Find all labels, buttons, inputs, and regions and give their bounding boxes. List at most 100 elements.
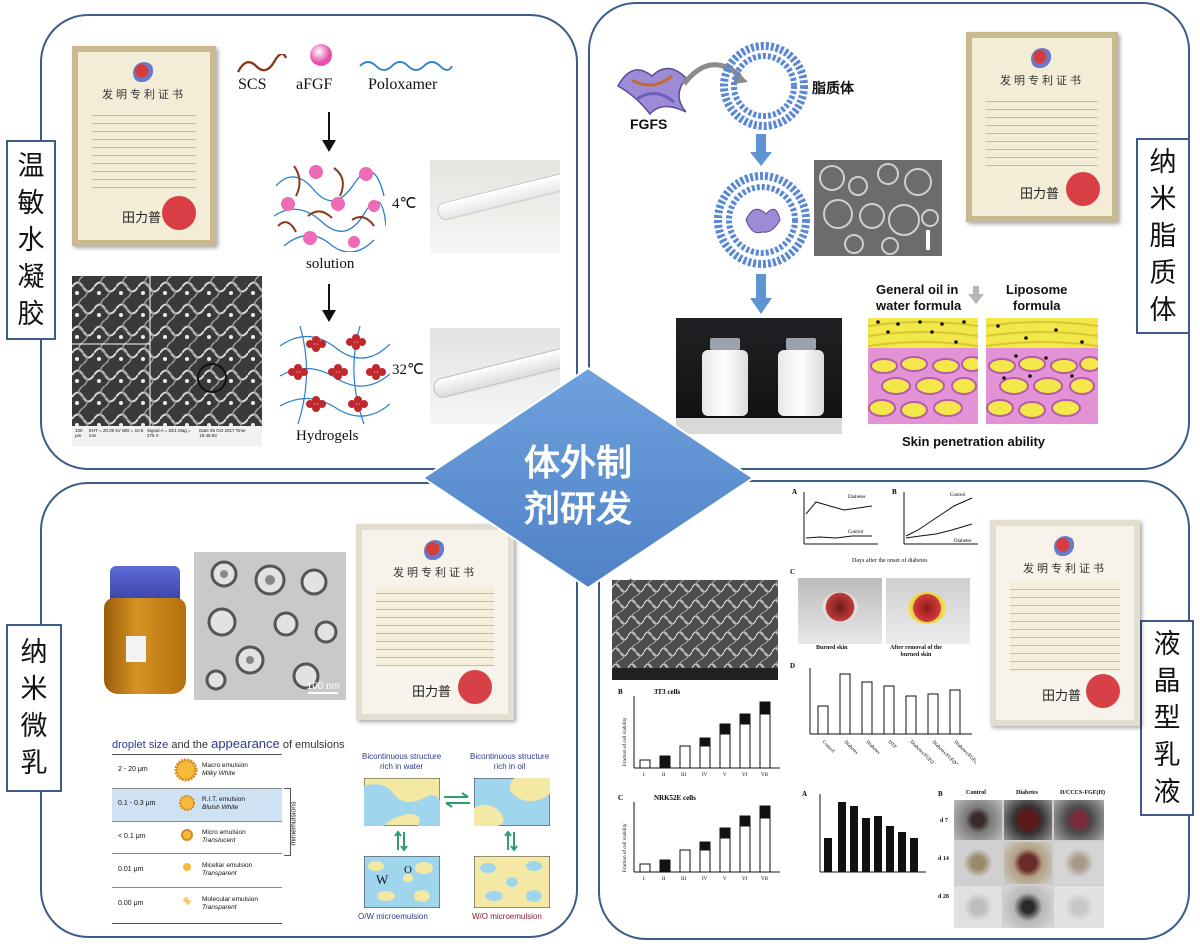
arrow-down-blue-1	[750, 134, 772, 166]
d-group-2: Diabetes	[843, 740, 859, 756]
hydrogel-schematic	[280, 326, 390, 424]
arrow-ow	[394, 830, 408, 852]
panel-d-label: D	[790, 662, 796, 670]
lower-b-label: B	[938, 790, 943, 798]
wound-row-d14: d 14	[938, 856, 949, 862]
certificate-title: 发明专利证书	[102, 88, 186, 101]
arrow-head-1	[322, 140, 336, 152]
certificate-signature: 田力普	[122, 211, 162, 226]
bic-oil-label: Bicontinuous structure rich in oil	[470, 752, 550, 771]
roman-4b: IV	[702, 877, 708, 882]
burned-skin-label: Burned skin	[816, 645, 848, 651]
roman-7b: VII	[761, 877, 768, 882]
patent-logo	[424, 540, 446, 562]
wo-diagram	[474, 856, 550, 908]
label-liquid-crystal: 液晶型乳液	[1140, 620, 1194, 816]
sem-liquid-crystal-image	[612, 580, 778, 680]
d-group-3: Diabetes	[865, 740, 881, 756]
droplet-table	[112, 754, 282, 924]
roman-1: I	[643, 773, 645, 778]
after-removal-photo	[886, 578, 970, 644]
skin-model-general	[868, 318, 978, 424]
roman-5b: V	[723, 877, 727, 882]
wound-header-control: Control	[966, 790, 986, 796]
center-title-line1: 体外制	[524, 443, 633, 484]
panel-c-label: C	[790, 568, 796, 576]
chart-b-legend1: Control	[950, 493, 966, 498]
equilibrium-arrows	[444, 792, 470, 808]
roman-3b: III	[681, 877, 686, 882]
chart-nrk-cells: C NRK52E cells Fraction of cell viabilit…	[618, 794, 780, 882]
ow-label: O/W microemulsion	[358, 912, 428, 921]
chart-b-body-weight: B Control Diabetes	[892, 488, 978, 545]
burned-skin-photo	[798, 578, 882, 644]
liposome-empty-icon	[720, 42, 808, 130]
miniemulsion-bracket	[284, 788, 291, 856]
chart-ab-xlabel: Days after the onset of diabetes	[852, 558, 928, 564]
certificate-seal	[458, 670, 492, 704]
certificate-title: 发明专利证书	[1000, 74, 1084, 87]
test-tube-solution-photo	[430, 160, 560, 254]
row5-size: 0.00 μm	[118, 900, 144, 907]
certificate-title: 发明专利证书	[393, 566, 477, 579]
skin-penetration-label: Skin penetration ability	[902, 434, 1046, 449]
patent-logo	[133, 62, 155, 84]
bic-water-diagram	[364, 778, 440, 826]
roman-6b: VI	[742, 877, 748, 882]
tem-liposome-image	[814, 160, 942, 256]
certificate-seal	[1086, 674, 1120, 708]
chart-d-healing-time: Control Diabetes Diabetes DTP Diabetes/F…	[809, 668, 976, 764]
center-diamond	[421, 366, 755, 590]
chart-3t3-cells: B 3T3 cells Fraction of cell viability I…	[618, 688, 780, 778]
poloxamer-icon	[359, 61, 453, 71]
afgf-icon	[310, 44, 332, 66]
fgfs-label: FGFS	[630, 116, 668, 132]
certificate-text	[92, 108, 196, 192]
scs-icon	[236, 54, 288, 73]
certificate-signature: 田力普	[1042, 689, 1082, 704]
arrow-down-gray	[968, 286, 984, 304]
chart-a-legend2: Control	[848, 530, 864, 535]
roman-4: IV	[702, 773, 708, 778]
label-hydrogel: 温敏水凝胶	[6, 140, 56, 340]
row2-size: 0.1 - 0.3 μm	[118, 800, 156, 807]
lower-a-label: A	[802, 790, 807, 798]
chart-3t3-ylabel: Fraction of cell viability	[623, 717, 628, 766]
roman-7: VII	[761, 773, 768, 778]
liposome-formula-label: Liposome formula	[1006, 282, 1068, 313]
wound-row-d7: d 7	[940, 818, 948, 824]
w-letter: W	[376, 872, 389, 887]
arrow-down-2	[328, 284, 330, 316]
molecular-emulsion-icon	[183, 897, 191, 905]
after-removal-label: After removal of the burned skin	[890, 645, 942, 658]
certificate-seal	[162, 196, 196, 230]
sem-info-3: Date 26 Oct 2017 Time 15:45:53	[199, 428, 246, 438]
sem-info-1: EHT = 20.00 kV WD = 10.5 mm	[88, 428, 144, 438]
chart-a-label: A	[792, 488, 797, 496]
center-title-line2: 剂研发	[524, 489, 633, 530]
bic-oil-diagram	[474, 778, 550, 826]
patent-certificate-microemulsion: 发明专利证书 田力普	[356, 524, 514, 720]
poloxamer-label: Poloxamer	[368, 76, 438, 93]
solution-schematic	[274, 165, 386, 252]
patent-certificate-hydrogel: 发明专利证书 田力普	[72, 46, 216, 246]
row1-size: 2 - 20 μm	[118, 766, 148, 773]
wound-header-fgf: D/CCCS-FGF(H)	[1060, 790, 1105, 796]
patent-logo	[1031, 48, 1053, 70]
certificate-text	[986, 94, 1098, 168]
chart-nrk-panel: C	[618, 794, 623, 802]
arrow-down-blue-2	[750, 274, 772, 314]
wound-image-grid	[954, 800, 1104, 928]
wound-row-d28: d 28	[938, 894, 949, 900]
certificate-text	[376, 586, 494, 666]
afgf-label: aFGF	[296, 76, 333, 93]
solution-label: solution	[306, 256, 355, 272]
scs-label: SCS	[238, 76, 267, 93]
label-liposome: 纳米脂质体	[1136, 138, 1190, 334]
chart-3t3-panel: B	[618, 688, 623, 696]
tem-microemulsion-image: 100 nm	[194, 552, 346, 700]
sem-image-hydrogel: 100 μm EHT = 20.00 kV WD = 10.5 mm Signa…	[72, 276, 262, 446]
roman-2b: II	[662, 877, 666, 882]
temp-high-label: 32℃	[392, 362, 424, 378]
